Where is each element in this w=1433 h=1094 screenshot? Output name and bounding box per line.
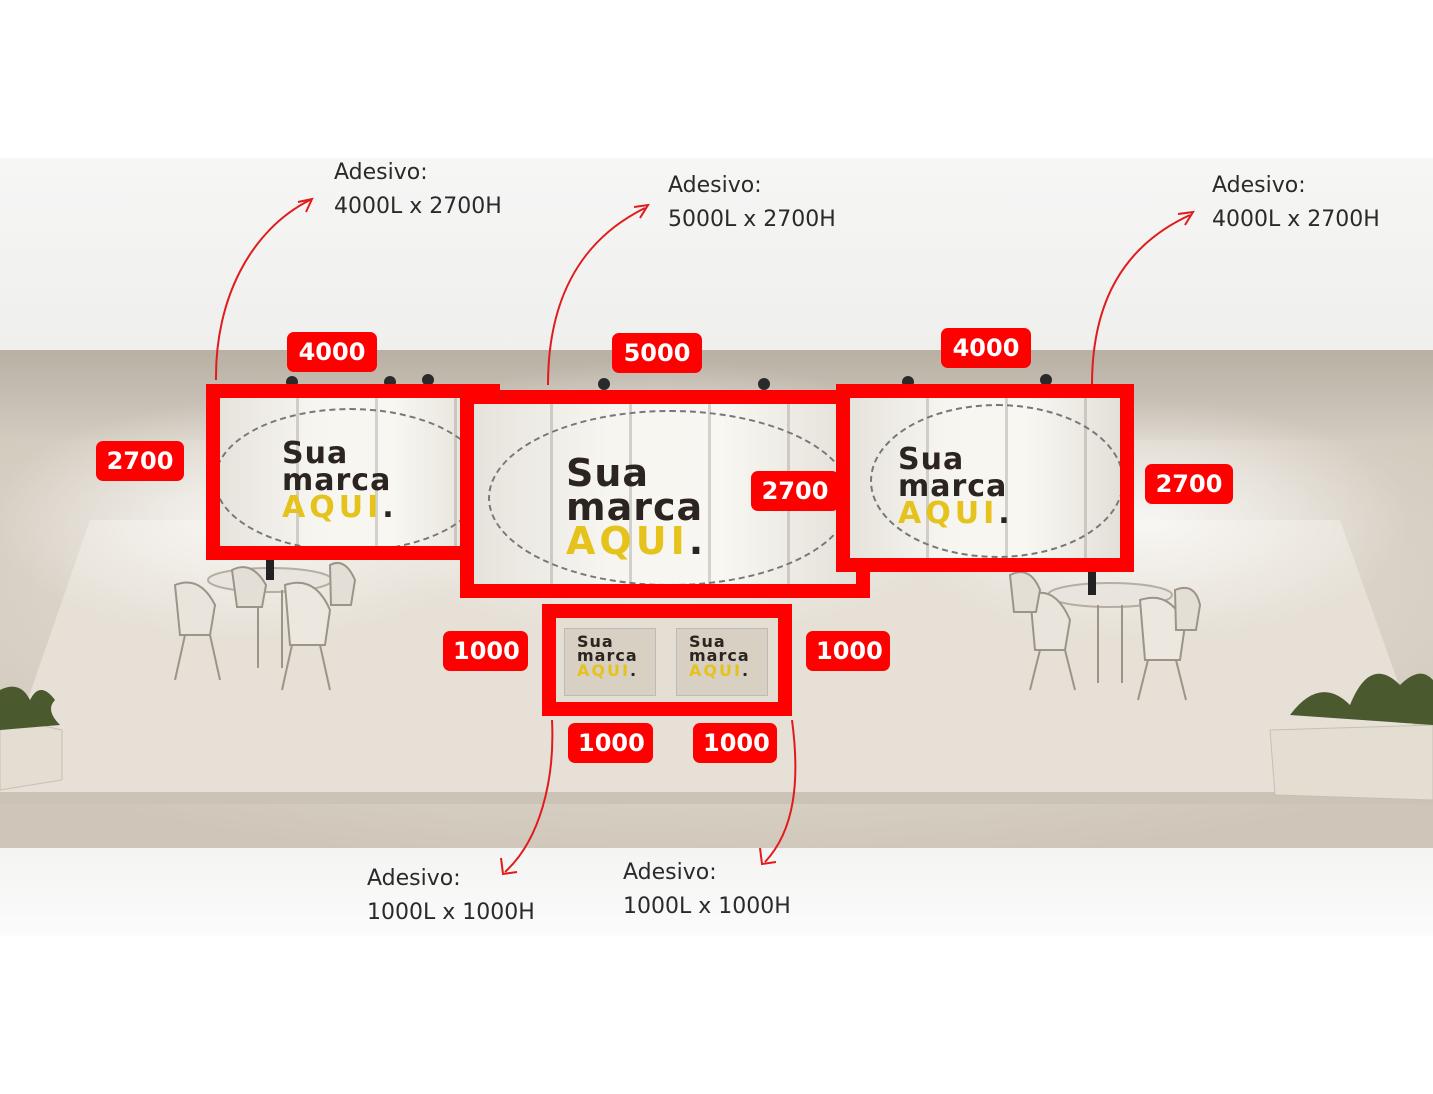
panel-left: Sua marca AQUI. <box>206 384 500 560</box>
counter-frame: Sua marca AQUI. Sua marca AQUI. <box>542 604 792 716</box>
logo-line-2: marca <box>282 463 392 498</box>
note-size: 1000L x 1000H <box>623 894 791 919</box>
note-size: 4000L x 2700H <box>334 194 502 219</box>
counter-right-logo: Sua marca AQUI. <box>689 632 751 680</box>
logo-line-3: AQUI. <box>689 660 751 680</box>
dim-right-width: 4000 <box>941 328 1031 368</box>
panel-left-logo: Sua marca AQUI. <box>282 436 398 525</box>
table-set-right <box>1008 571 1202 701</box>
logo-line-2: marca <box>577 646 638 666</box>
note-center-panel: Adesivo: 5000L x 2700H <box>668 169 836 237</box>
note-counter-left: Adesivo: 1000L x 1000H <box>367 862 535 930</box>
logo-line-3: AQUI. <box>577 660 639 680</box>
logo-line-2: marca <box>898 469 1008 504</box>
logo-line-1: Sua <box>689 632 726 651</box>
dim-left-height: 2700 <box>96 441 184 481</box>
note-counter-right: Adesivo: 1000L x 1000H <box>623 856 791 924</box>
panel-right-logo: Sua marca AQUI. <box>898 442 1014 531</box>
panel-right-circle <box>870 404 1120 558</box>
note-size: 1000L x 1000H <box>367 900 535 925</box>
bottom-backdrop <box>0 848 1433 936</box>
dim-right-height: 2700 <box>1145 464 1233 504</box>
logo-line-3: AQUI. <box>566 519 708 564</box>
note-title: Adesivo: <box>334 160 428 185</box>
logo-line-2: marca <box>689 646 750 666</box>
note-right-panel: Adesivo: 4000L x 2700H <box>1212 169 1380 237</box>
platform-edge <box>0 792 1433 804</box>
counter-panel-left: Sua marca AQUI. <box>564 628 656 696</box>
note-title: Adesivo: <box>1212 173 1306 198</box>
note-title: Adesivo: <box>668 173 762 198</box>
dim-center-height: 2700 <box>751 471 839 511</box>
dim-left-width: 4000 <box>287 332 377 372</box>
panel-right: Sua marca AQUI. <box>836 384 1134 572</box>
note-size: 5000L x 2700H <box>668 207 836 232</box>
dim-small-right-height: 1000 <box>806 631 890 671</box>
logo-line-1: Sua <box>577 632 614 651</box>
panel-right-graphic: Sua marca AQUI. <box>850 398 1120 558</box>
note-left-panel: Adesivo: 4000L x 2700H <box>334 156 502 224</box>
dim-center-width: 5000 <box>612 333 702 373</box>
planter-left <box>0 686 63 791</box>
note-title: Adesivo: <box>623 860 717 885</box>
counter-panel-right: Sua marca AQUI. <box>676 628 768 696</box>
dim-small-left-height: 1000 <box>443 631 528 671</box>
logo-line-3: AQUI. <box>898 496 1014 531</box>
logo-line-1: Sua <box>566 451 650 495</box>
dim-small-right-width: 1000 <box>693 723 777 763</box>
dim-small-left-width: 1000 <box>568 723 653 763</box>
logo-line-1: Sua <box>898 442 965 477</box>
panel-center-logo: Sua marca AQUI. <box>566 451 708 564</box>
planter-right <box>1269 673 1433 801</box>
logo-line-3: AQUI. <box>282 490 398 525</box>
logo-line-1: Sua <box>282 436 349 471</box>
top-backdrop <box>0 158 1433 350</box>
note-title: Adesivo: <box>367 866 461 891</box>
callout-arrows <box>214 197 1195 876</box>
note-size: 4000L x 2700H <box>1212 207 1380 232</box>
panel-left-graphic: Sua marca AQUI. <box>220 398 486 546</box>
logo-line-2: marca <box>566 485 704 530</box>
counter-left-logo: Sua marca AQUI. <box>577 632 639 680</box>
